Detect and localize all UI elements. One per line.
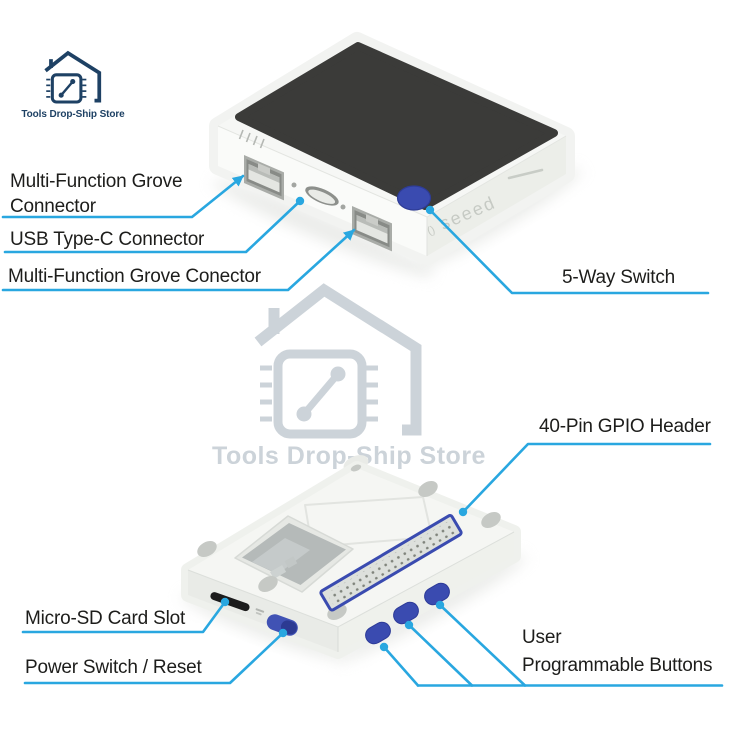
label-power-switch: Power Switch / Reset — [25, 657, 202, 678]
five-way-switch — [396, 185, 432, 211]
label-gpio-header: 40-Pin GPIO Header — [539, 416, 711, 437]
vent-marks — [238, 129, 265, 149]
gpio-pins — [326, 521, 456, 605]
device-shadow — [212, 179, 434, 277]
label-grove-connector-bottom: Multi-Function Grove Conector — [8, 266, 261, 287]
label-micro-sd-slot: Micro-SD Card Slot — [25, 608, 186, 629]
callout-line-gpio — [458, 442, 712, 517]
label-user-buttons: User Programmable Buttons — [522, 627, 713, 676]
micro-sd-slot — [210, 592, 250, 612]
screw-hole — [291, 182, 297, 188]
back-window — [234, 515, 354, 593]
store-logo-text: Tools Drop-Ship Store — [21, 109, 125, 120]
usb-c-port — [305, 186, 339, 206]
callout-line-grove-bottom — [1, 228, 356, 292]
callout-line-usb-c — [3, 196, 305, 254]
seeed-brand-mark: () — [425, 224, 436, 238]
bottom-device — [180, 455, 527, 662]
label-grove-connector-top: Multi-Function Grove Connector — [10, 171, 183, 218]
callout-lines — [1, 174, 724, 687]
lanyard-hole — [350, 464, 362, 472]
callout-line-grove-top — [1, 174, 245, 219]
user-button-2 — [393, 601, 419, 625]
device-front-right-face — [427, 136, 566, 256]
user-button-1 — [365, 621, 391, 645]
callout-line-five-way — [425, 205, 710, 295]
device-screen — [235, 42, 558, 210]
label-five-way-switch: 5-Way Switch — [562, 267, 676, 288]
callout-line-button-3 — [435, 600, 527, 687]
top-device: () seeed — [209, 32, 582, 277]
store-logo-icon — [43, 51, 102, 104]
sd-marking — [255, 608, 265, 616]
callout-line-button-1 — [379, 642, 420, 687]
callout-line-button-2 — [404, 620, 474, 687]
user-buttons — [365, 582, 450, 645]
brand-dash — [507, 168, 544, 180]
label-usb-type-c: USB Type-C Connector — [10, 229, 205, 250]
callout-line-micro-sd — [21, 597, 230, 634]
gpio-header — [319, 514, 463, 612]
screw-hole — [340, 204, 346, 210]
callout-line-power — [23, 628, 288, 685]
watermark-logo-icon — [258, 290, 416, 434]
